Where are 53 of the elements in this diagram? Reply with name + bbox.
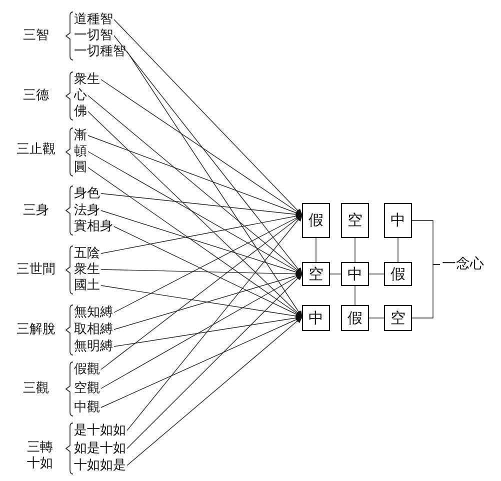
item-label: 漸 bbox=[74, 128, 87, 143]
arrow bbox=[88, 111, 303, 318]
connector-line bbox=[354, 238, 356, 262]
item-label: 取相縛 bbox=[74, 322, 113, 337]
connector-line bbox=[412, 264, 440, 318]
item-label: 衆生 bbox=[74, 262, 100, 277]
item-label: 衆生 bbox=[74, 72, 100, 87]
character-box: 中 bbox=[341, 262, 369, 286]
item-label: 心 bbox=[74, 88, 87, 103]
arrow bbox=[126, 214, 303, 431]
item-label: 實相身 bbox=[74, 219, 113, 234]
character-box: 空 bbox=[341, 203, 369, 238]
item-label: 佛 bbox=[74, 104, 87, 119]
arrow bbox=[126, 316, 303, 466]
group-label: 三世間 bbox=[16, 262, 56, 278]
character-box: 空 bbox=[302, 262, 330, 286]
character-box: 假 bbox=[384, 262, 412, 286]
item-label: 身色 bbox=[74, 186, 100, 201]
item-label: 一切智 bbox=[74, 28, 113, 43]
item-label: 空觀 bbox=[74, 381, 100, 396]
group-label: 三止觀 bbox=[16, 142, 56, 158]
arrow bbox=[114, 35, 303, 275]
item-label: 無知縛 bbox=[74, 305, 113, 320]
group-label: 三轉十如 bbox=[26, 440, 54, 472]
group-label: 三德 bbox=[22, 88, 50, 104]
item-label: 道種智 bbox=[74, 12, 113, 27]
group-label: 三身 bbox=[22, 203, 50, 219]
item-label: 一切種智 bbox=[74, 44, 126, 59]
item-label: 圓 bbox=[74, 160, 87, 175]
item-label: 頓 bbox=[74, 144, 87, 159]
connector-line bbox=[354, 286, 356, 306]
item-label: 法身 bbox=[74, 203, 100, 218]
node-label: 一念心 bbox=[442, 257, 484, 272]
item-label: 國土 bbox=[74, 278, 100, 293]
arrow bbox=[114, 19, 303, 216]
character-box: 空 bbox=[384, 305, 412, 331]
item-label: 五陰 bbox=[74, 246, 100, 261]
item-label: 中觀 bbox=[74, 400, 100, 415]
character-box: 假 bbox=[302, 203, 330, 238]
arrow bbox=[126, 273, 303, 449]
group-label: 三觀 bbox=[22, 381, 50, 397]
item-label: 是十如如 bbox=[74, 423, 126, 438]
item-label: 假觀 bbox=[74, 362, 100, 377]
character-box: 中 bbox=[384, 203, 412, 238]
character-box: 假 bbox=[341, 305, 369, 331]
arrow bbox=[88, 95, 303, 275]
item-label: 十如如是 bbox=[74, 458, 126, 473]
item-label: 無明縛 bbox=[74, 339, 113, 354]
character-box: 中 bbox=[302, 305, 330, 331]
item-label: 如是十如 bbox=[74, 441, 126, 456]
group-label: 三解脫 bbox=[16, 322, 56, 338]
group-label: 三智 bbox=[22, 28, 50, 44]
arrow bbox=[126, 51, 303, 318]
